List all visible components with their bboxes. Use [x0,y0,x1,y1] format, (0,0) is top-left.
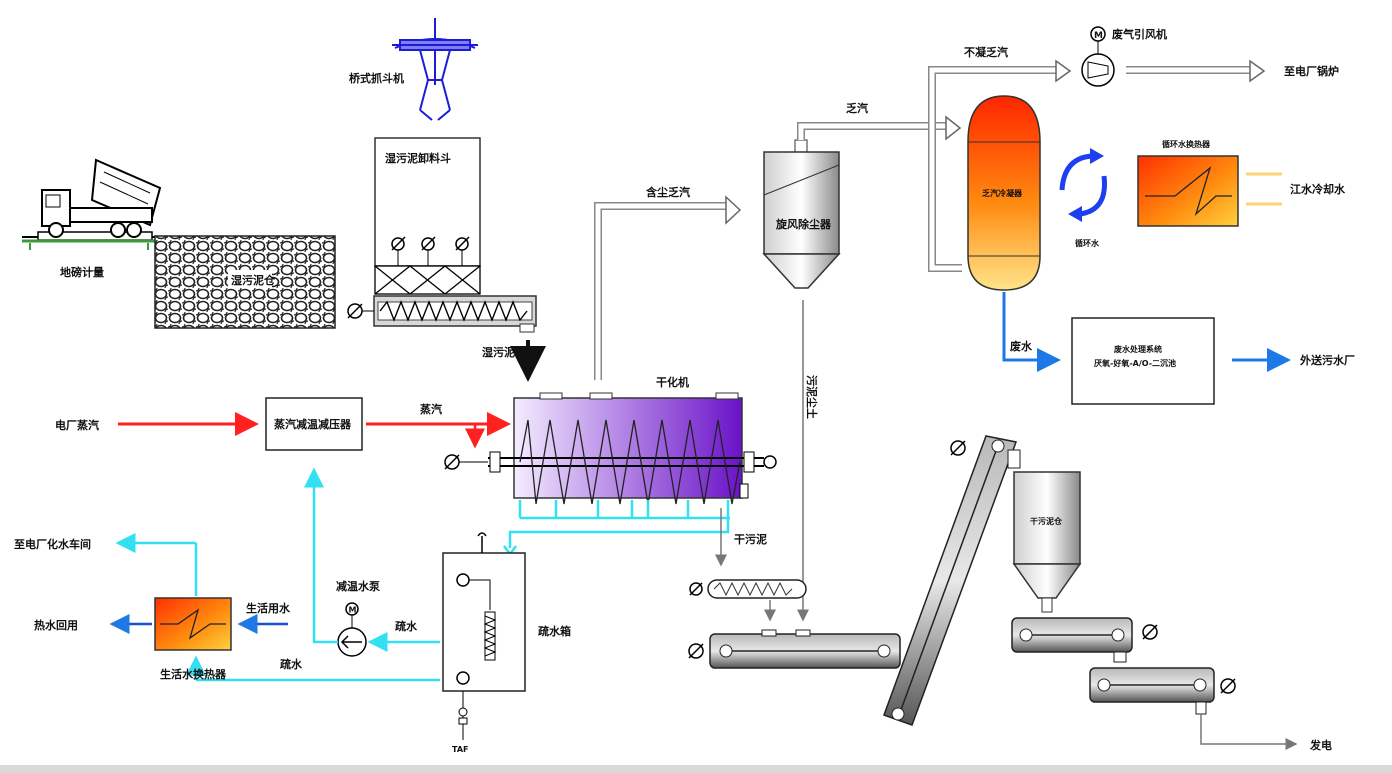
svg-text:M: M [1094,31,1103,41]
silo-discharge-conveyor [1011,617,1133,663]
motor-icon [1142,624,1158,640]
small-screw-conveyor [707,579,807,599]
grab-crane-label: 桥式抓斗机 [349,71,404,85]
sludge-pit-label-bg [228,270,272,288]
motor-icon [689,582,703,596]
dry-sludge-label: 干污泥 [734,532,767,546]
motor-icon [347,303,374,319]
circ-arrowhead-2 [1068,206,1082,222]
dryer-condensate-drains [508,500,730,548]
desup-pump-label: 减温水泵 [336,579,380,593]
grab-crane-icon [392,18,478,121]
tank-port-top [456,573,470,587]
weighbridge [22,239,156,250]
dry-sludge-silo [1012,471,1082,613]
motor-icon [1220,678,1236,694]
tank-port-bottom [456,671,470,685]
fan-icon[interactable] [1081,40,1115,87]
valve-icon[interactable] [391,236,406,266]
desuperheater-box [265,397,363,451]
domestic-hx-label: 生活水换热器 [160,667,227,681]
to-boiler-label: 至电厂锅炉 [1284,64,1339,78]
exhaust-steam-line [798,123,946,140]
noncond-arrowhead [1055,59,1072,83]
cooling-water-label: 江水冷却水 [1290,182,1346,196]
valve-icon[interactable] [455,236,470,266]
wwtp-line2: 厌氧-好氧-A/O-二沉池 [1094,358,1176,368]
tank-coil-lines [483,615,497,657]
exhaust-steam-arrowhead [945,115,962,141]
condensate-label-1: 疏水 [395,619,418,633]
to-power-gen-line [1200,714,1298,750]
truck-scale-label: 地磅计量 [60,265,104,279]
power-steam-label: 电厂蒸汽 [55,418,99,432]
motor-icon: M [345,602,359,628]
motor-icon [444,454,488,470]
valve-icon [458,707,468,725]
circulation-arrows-icon [1059,153,1107,217]
trap-label: TAF [452,745,469,754]
circ-water-label: 循环水 [1074,238,1100,248]
sludge-pit-label: 湿污泥仓 [231,273,276,287]
inclined-bucket-elevator [883,435,1021,726]
dust-remover-label: 旋风除尘器 [775,217,832,231]
circ-hx-coil [1145,166,1232,217]
dust-steam-arrowhead [725,195,742,225]
condensate-label-2: 疏水 [280,657,303,671]
circ-hx-label: 循环水换热器 [1161,139,1211,149]
waste-water-label: 废水 [1010,339,1033,353]
tank-vent [477,532,487,553]
motor-icon: M [1090,26,1106,42]
dry-silo-label: 干污泥仓 [1030,516,1063,526]
circulating-water-hx [1137,155,1239,227]
sludge-dust-label: 污泥尘土 [805,375,819,419]
steam-condenser [967,95,1041,291]
bottom-bar [0,765,1392,773]
domestic-hx-coil [160,608,226,640]
wwtp-line1: 废水处理系统 [1114,344,1162,354]
to-chemical-label: 至电厂化水车间 [14,537,91,551]
noncond-gas-label: 不凝乏汽 [964,45,1008,59]
noncond-gas-line [929,67,1058,271]
dust-steam-label: 含尘乏汽 [645,185,690,199]
wet-sludge-label: 湿污泥 [482,345,515,359]
to-wwtp-label: 外送污水厂 [1299,353,1355,367]
waste-water-line [1002,292,1061,372]
valve-icon[interactable] [421,236,436,266]
wwtp-box [1071,317,1215,405]
tank-pipe [469,579,491,610]
feed-conveyor [1089,667,1215,715]
steam-label: 蒸汽 [420,402,442,416]
condensate-tank-label: 疏水箱 [538,624,571,638]
power-gen-label: 发电 [1309,738,1332,752]
to-boiler-arrowhead [1249,59,1266,83]
desup-water-line [304,467,338,644]
domestic-water-label: 生活用水 [246,601,291,615]
exhaust-fan-label: 废气引风机 [1112,27,1167,41]
horizontal-belt-conveyor [709,629,901,669]
hot-water-label: 热水回用 [34,618,78,632]
desuperheater-label: 蒸汽减温减压器 [274,417,352,431]
cyclone-separator [762,139,841,289]
circ-arrowhead-1 [1090,148,1104,164]
svg-text:M: M [349,606,357,615]
screw-conveyor [373,295,537,333]
condenser-label: 乏汽冷凝器 [982,188,1023,198]
exhaust-steam-label: 乏汽 [846,101,868,115]
pump-icon[interactable] [337,627,367,657]
paddle-dryer [488,392,777,505]
condensate-tank [442,552,526,692]
dust-steam-line [595,203,726,380]
motor-icon [950,440,966,456]
dump-truck-icon [22,158,162,241]
dryer-label: 干化机 [656,375,689,389]
sludge-hopper-label: 湿污泥卸料斗 [385,151,451,165]
hopper-gates [374,265,481,295]
motor-icon [688,643,704,659]
